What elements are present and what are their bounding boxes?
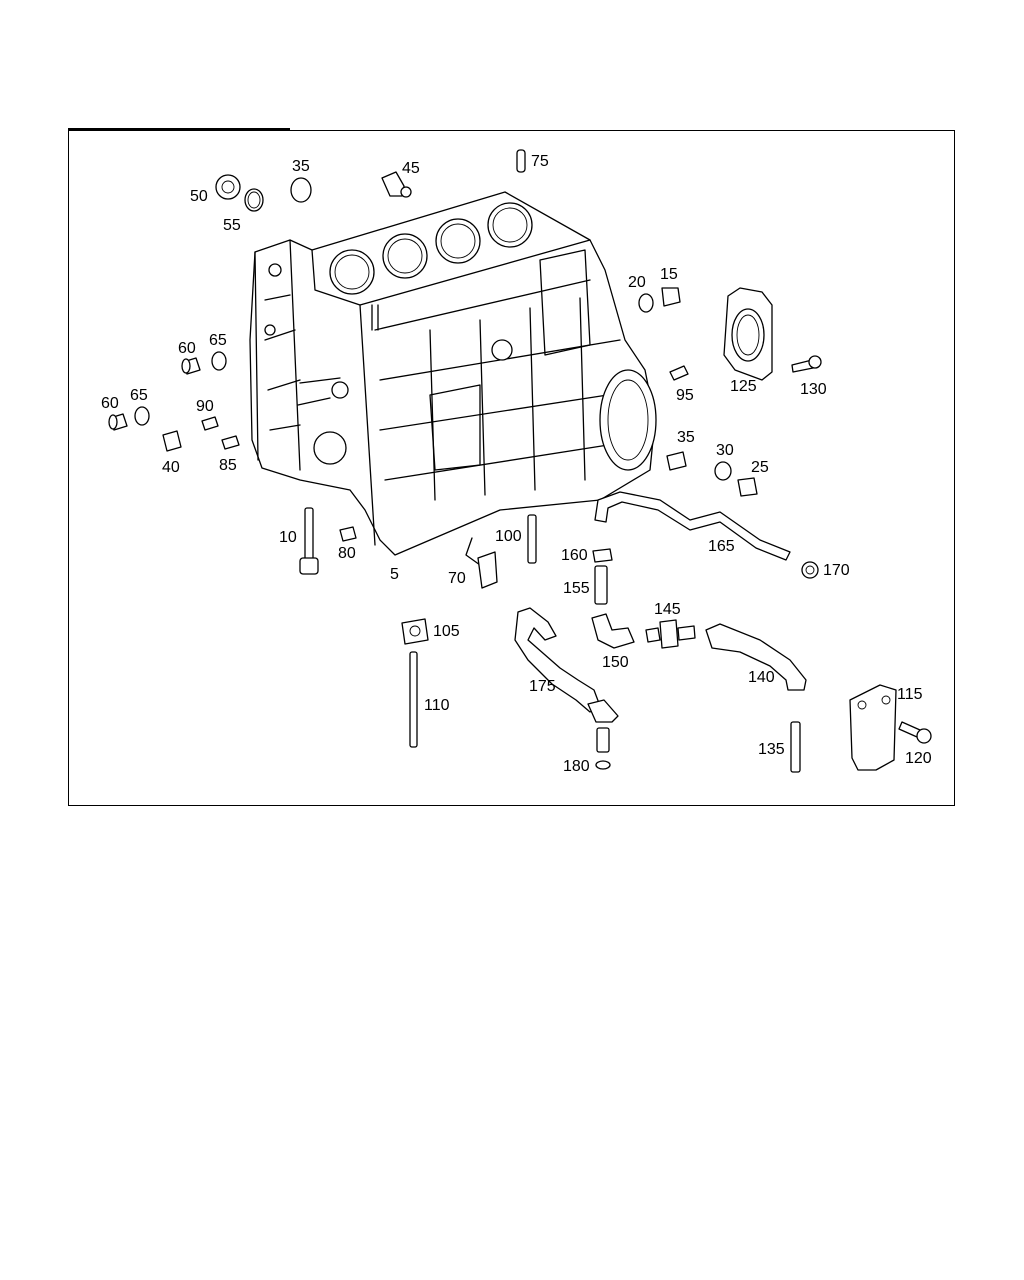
callout-75: 75: [531, 153, 549, 170]
callout-125: 125: [730, 378, 757, 395]
part-75-dowel[interactable]: [516, 149, 526, 173]
part-20-washer[interactable]: [638, 293, 654, 313]
engine-block[interactable]: [249, 191, 657, 556]
part-130-bolt[interactable]: [791, 355, 822, 373]
callout-160: 160: [561, 547, 588, 564]
callout-20: 20: [628, 274, 646, 291]
callout-15: 15: [660, 266, 678, 283]
callout-60-a: 60: [178, 340, 196, 357]
callout-170: 170: [823, 562, 850, 579]
callout-135: 135: [758, 741, 785, 758]
part-145-fitting[interactable]: [645, 619, 696, 649]
part-125-rear-seal-carrier[interactable]: [723, 287, 773, 381]
part-70-sensor[interactable]: [465, 537, 498, 589]
part-165-hose[interactable]: [594, 491, 791, 561]
frame-header-tab: [68, 128, 290, 131]
part-60-plug-b[interactable]: [108, 413, 128, 431]
callout-100: 100: [495, 528, 522, 545]
callout-10: 10: [279, 529, 297, 546]
part-90-dowel[interactable]: [201, 416, 219, 431]
part-85-dowel[interactable]: [221, 435, 240, 450]
part-140-hose[interactable]: [705, 623, 807, 691]
callout-95: 95: [676, 387, 694, 404]
callout-5: 5: [390, 566, 399, 583]
part-60-plug-a[interactable]: [181, 357, 201, 375]
callout-130: 130: [800, 381, 827, 398]
callout-85: 85: [219, 457, 237, 474]
part-120-bolt[interactable]: [898, 721, 932, 744]
part-35-plug-right[interactable]: [666, 451, 687, 471]
callout-65-a: 65: [209, 332, 227, 349]
callout-40: 40: [162, 459, 180, 476]
callout-60-b: 60: [101, 395, 119, 412]
callout-110: 110: [424, 697, 450, 714]
part-25-plug[interactable]: [737, 477, 758, 497]
callout-65-b: 65: [130, 387, 148, 404]
part-170-clamp[interactable]: [801, 561, 819, 579]
part-155-valve[interactable]: [594, 565, 608, 605]
part-175-breather-hose[interactable]: [514, 607, 619, 723]
callout-80: 80: [338, 545, 356, 562]
callout-90: 90: [196, 398, 214, 415]
callout-25: 25: [751, 459, 769, 476]
part-80-dowel[interactable]: [339, 526, 357, 542]
part-180-oring[interactable]: [595, 727, 611, 770]
part-50-seal[interactable]: [215, 174, 241, 200]
part-150-elbow[interactable]: [591, 613, 635, 649]
callout-55: 55: [223, 217, 241, 234]
callout-140: 140: [748, 669, 775, 686]
callout-165: 165: [708, 538, 735, 555]
diagram-frame: [68, 130, 955, 806]
part-135-tube[interactable]: [790, 721, 801, 773]
callout-180: 180: [563, 758, 590, 775]
callout-105: 105: [433, 623, 460, 640]
part-35-plug-top[interactable]: [290, 177, 312, 203]
part-45-sensor[interactable]: [381, 171, 412, 198]
callout-115: 115: [897, 686, 923, 703]
part-105-plug[interactable]: [401, 618, 429, 645]
part-40-sleeve[interactable]: [162, 430, 182, 452]
part-55-ring[interactable]: [244, 188, 264, 212]
callout-175: 175: [529, 678, 556, 695]
part-30-washer[interactable]: [714, 461, 732, 481]
part-10-bolt[interactable]: [299, 507, 319, 575]
callout-70: 70: [448, 570, 466, 587]
callout-145: 145: [654, 601, 681, 618]
callout-120: 120: [905, 750, 932, 767]
callout-30: 30: [716, 442, 734, 459]
part-110-dipstick-tube[interactable]: [409, 651, 418, 748]
part-100-pin[interactable]: [527, 514, 537, 564]
callout-35-right: 35: [677, 429, 695, 446]
part-95-dowel[interactable]: [669, 365, 689, 381]
callout-155: 155: [563, 580, 590, 597]
callout-45: 45: [402, 160, 420, 177]
callout-35-top: 35: [292, 158, 310, 175]
part-15-plug[interactable]: [661, 287, 681, 307]
part-160-cap[interactable]: [592, 548, 613, 563]
callout-150: 150: [602, 654, 629, 671]
part-65-washer-b[interactable]: [134, 406, 150, 426]
part-65-washer-a[interactable]: [211, 351, 227, 371]
callout-50: 50: [190, 188, 208, 205]
part-115-cover[interactable]: [849, 684, 897, 771]
